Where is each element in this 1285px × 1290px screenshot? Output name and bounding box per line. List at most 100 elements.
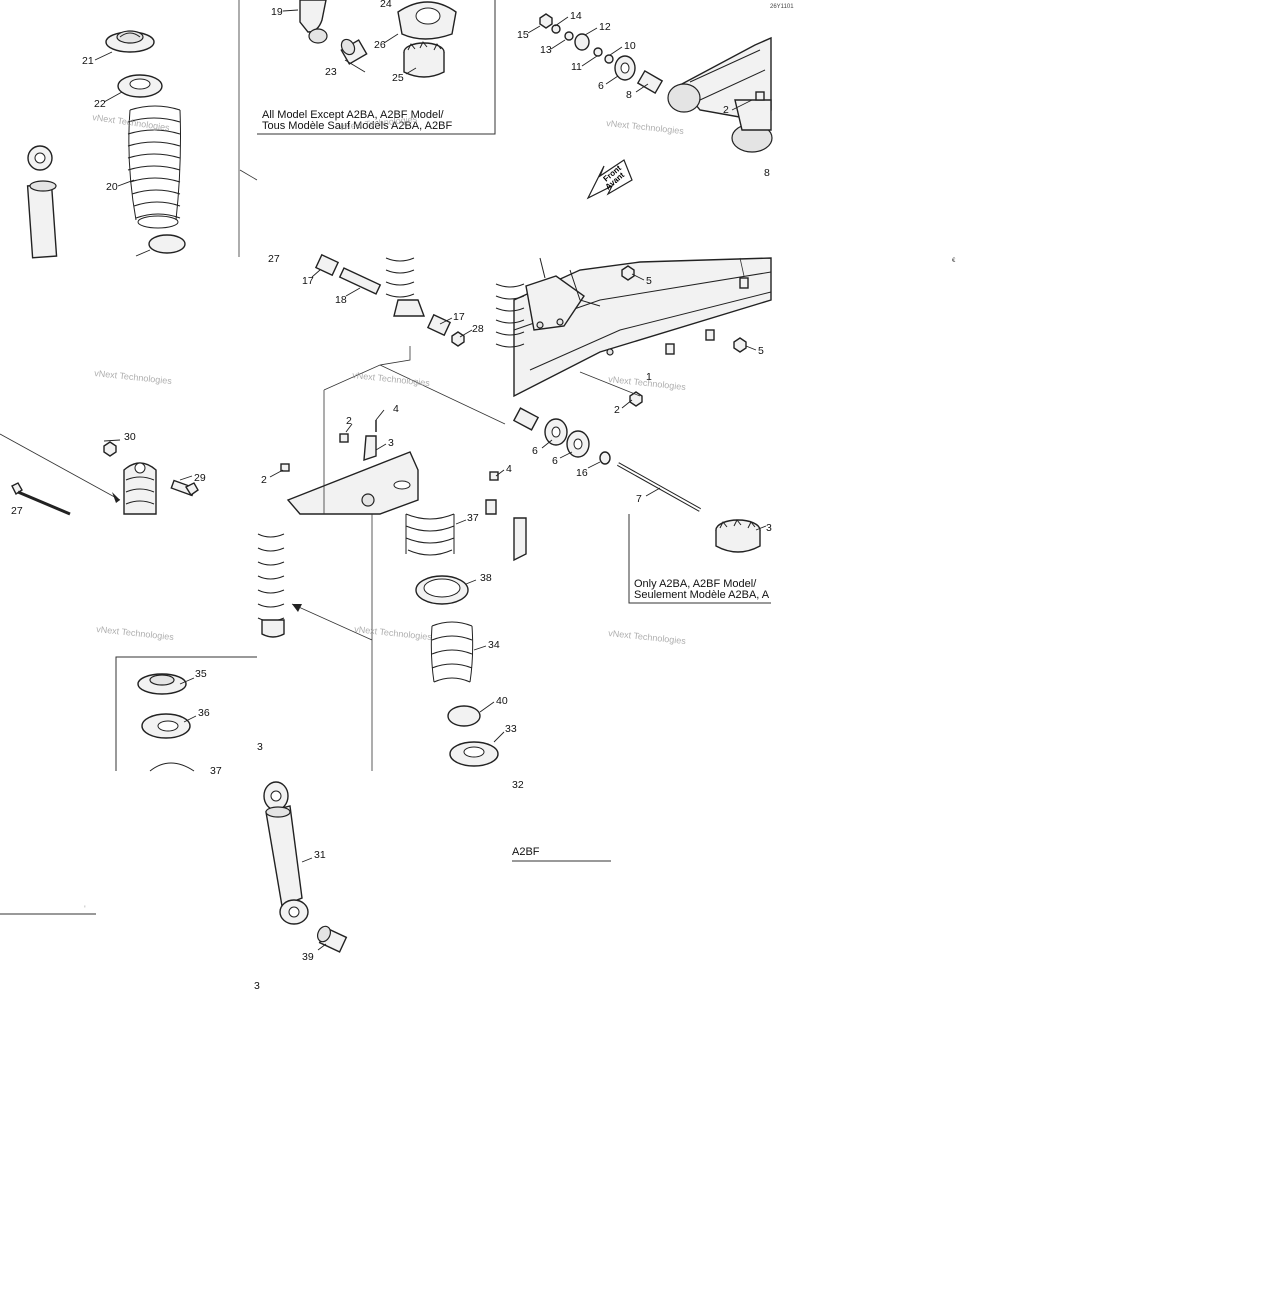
callout-4b: 4 <box>506 463 512 475</box>
bushing-39 <box>316 925 348 953</box>
callout-32-edge: 3 <box>766 522 772 534</box>
bracket-3 <box>363 435 377 461</box>
plug-2b <box>280 463 290 472</box>
callout-7: 7 <box>636 493 642 505</box>
adjuster-nut-32 <box>715 519 761 553</box>
callout-6c: 6 <box>552 455 558 467</box>
callout-17b: 17 <box>453 311 465 323</box>
bearing-stack <box>512 407 611 465</box>
tile-center: 27 17 18 17 28 2 4 3 2 vNext Technologie… <box>261 253 506 515</box>
watermark-fragment: ' <box>84 904 86 914</box>
note-only-line2: Seulement Modèle A2BA, A <box>634 589 770 601</box>
callout-18: 18 <box>335 294 347 306</box>
callout-15: 15 <box>517 29 529 41</box>
callout-3b: 3 <box>257 741 263 753</box>
callout-40: 40 <box>496 695 508 707</box>
callout-16: 16 <box>576 467 588 479</box>
callout-35: 35 <box>195 668 207 680</box>
long-bolt-27 <box>11 482 71 516</box>
bushing-17-lower <box>426 313 452 337</box>
callout-39: 39 <box>302 951 314 963</box>
shock-absorber-left <box>26 145 58 259</box>
callout-10: 10 <box>624 40 636 52</box>
note-except-line2: Tous Modèle Sauf Modèls A2BA, A2BF <box>262 120 452 132</box>
callout-2: 2 <box>723 104 729 116</box>
nut-5a <box>621 265 635 281</box>
callout-2b: 2 <box>346 415 352 427</box>
frame-rail <box>286 451 419 515</box>
tile-lower-right: 3 Only A2BA, A2BF Model/ Seulement Modèl… <box>608 514 772 646</box>
callout-14: 14 <box>570 10 582 22</box>
callout-31: 31 <box>314 849 326 861</box>
callout-8b: 8 <box>764 167 770 179</box>
watermark: vNext Technologies <box>354 624 433 642</box>
callout-19: 19 <box>271 6 283 18</box>
callout-3c: 3 <box>254 980 260 992</box>
coil-spring-20 <box>127 105 181 229</box>
callout-30: 30 <box>124 431 136 443</box>
callout-6: 6 <box>598 80 604 92</box>
callout-25: 25 <box>392 72 404 84</box>
plate-26 <box>397 1 457 40</box>
callout-22: 22 <box>94 98 106 110</box>
callout-17: 17 <box>302 275 314 287</box>
tile-lower-middle: 37 38 34 40 33 4 3 vNext Technologies <box>257 463 527 771</box>
callout-29: 29 <box>194 472 206 484</box>
callout-27b: 27 <box>268 253 280 265</box>
plug-2 <box>339 433 349 443</box>
watermark: vNext Technologies <box>96 624 175 642</box>
callout-36: 36 <box>198 707 210 719</box>
callout-11: 11 <box>571 61 582 73</box>
callout-37: 37 <box>467 512 479 524</box>
callout-32: 32 <box>512 779 524 791</box>
nut-30 <box>103 441 117 457</box>
drawing-code: 26Y1101 <box>770 4 794 10</box>
nut-28 <box>451 331 465 347</box>
spring-seat-21 <box>105 30 155 53</box>
tile-top-middle: 19 23 26 24 25 All Model Except A2BA, A2… <box>257 0 496 135</box>
callout-5: 5 <box>646 275 652 287</box>
adjuster-nut-25 <box>403 41 445 78</box>
watermark: vNext Technologies <box>606 118 685 136</box>
callout-2c: 2 <box>261 474 267 486</box>
callout-20: 20 <box>106 181 118 193</box>
note-only-line1: Only A2BA, A2BF Model/ <box>634 578 757 590</box>
watermark: vNext Technologies <box>352 370 431 388</box>
callout-23: 23 <box>325 66 337 78</box>
callout-1: 1 <box>646 371 652 383</box>
callout-3: 3 <box>388 437 394 449</box>
note-fragment-a2bf: A2BF <box>512 846 540 858</box>
pin-18 <box>338 267 382 295</box>
tile-top-right: 15 14 13 12 11 10 6 8 2 8 Front Avant vN… <box>517 4 794 200</box>
ring-40 <box>447 705 481 727</box>
swing-arm <box>667 36 773 153</box>
spring-ring-lower <box>148 234 186 254</box>
bolt-29 <box>170 479 199 497</box>
callout-26: 26 <box>374 39 386 51</box>
shock-absorber-31 <box>263 781 309 925</box>
callout-33: 33 <box>505 723 517 735</box>
coil-spring-34 <box>430 621 474 683</box>
main-frame <box>513 257 772 398</box>
callout-12: 12 <box>599 21 611 33</box>
tile-bottom: 31 39 3 32 A2BF ' <box>0 779 611 992</box>
note-except-line1: All Model Except A2BA, A2BF Model/ <box>262 109 445 121</box>
callout-27: 27 <box>11 505 23 517</box>
stray-mark: € <box>952 258 956 264</box>
watermark: vNext Technologies <box>92 112 171 133</box>
tile-mid-right: 5 5 1 2 6 6 16 7 vNext Technologies <box>495 257 772 512</box>
watermark: vNext Technologies <box>94 368 173 386</box>
callout-21: 21 <box>82 55 94 67</box>
spring-retainer-22 <box>117 74 163 98</box>
callout-6b: 6 <box>532 445 538 457</box>
callout-37b: 37 <box>210 765 222 777</box>
callout-38: 38 <box>480 572 492 584</box>
callout-8: 8 <box>626 89 632 101</box>
tile-mid-left: 30 29 27 vNext Technologies <box>0 368 206 517</box>
tile-lower-left: 35 36 37 vNext Technologies <box>96 624 257 777</box>
callout-2d: 2 <box>614 404 620 416</box>
callout-34: 34 <box>488 639 500 651</box>
bushing-17-upper <box>314 253 340 277</box>
